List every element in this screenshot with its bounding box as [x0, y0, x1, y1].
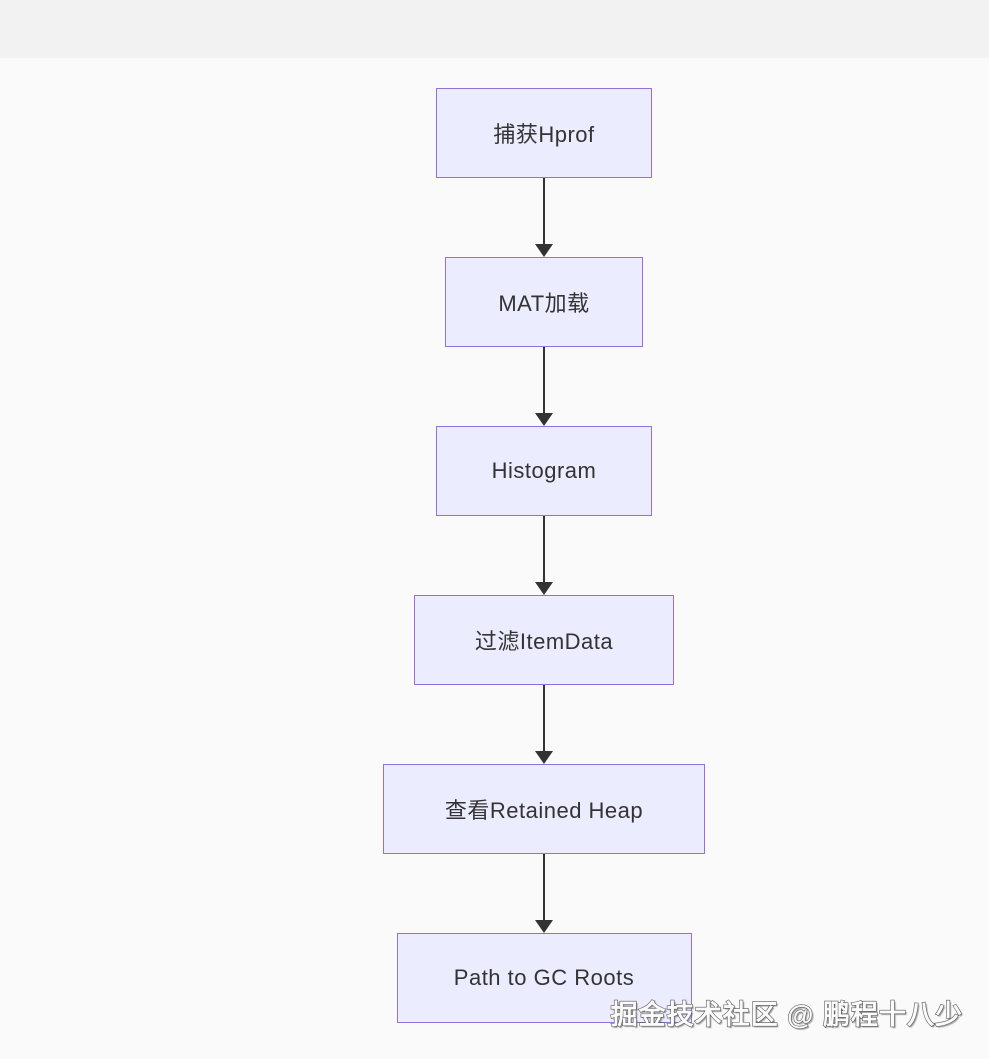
flow-node-histogram: Histogram — [436, 426, 652, 516]
flow-node-path-to-gc-roots: Path to GC Roots — [396, 933, 692, 1023]
arrowhead-down-icon — [535, 413, 553, 426]
watermark: 掘金技术社区 @ 鹏程十八少 — [610, 999, 963, 1030]
arrow-line — [542, 685, 546, 751]
arrowhead-down-icon — [535, 582, 553, 595]
arrowhead-down-icon — [535, 244, 553, 257]
arrowhead-down-icon — [535, 920, 553, 933]
arrow-connector — [535, 347, 553, 426]
arrow-connector — [535, 685, 553, 764]
flow-node-retained-heap: 查看Retained Heap — [383, 764, 705, 854]
arrow-connector — [535, 854, 553, 933]
top-gray-strip — [0, 0, 989, 58]
flow-node-capture-hprof: 捕获Hprof — [436, 88, 652, 178]
flowchart: 捕获Hprof MAT加载 Histogram 过滤ItemData 查看Ret… — [383, 88, 705, 1023]
arrowhead-down-icon — [535, 751, 553, 764]
flow-node-filter-itemdata: 过滤ItemData — [414, 595, 674, 685]
arrow-connector — [535, 516, 553, 595]
arrow-line — [542, 178, 546, 244]
arrow-connector — [535, 178, 553, 257]
flow-node-mat-load: MAT加载 — [445, 257, 643, 347]
arrow-line — [542, 516, 546, 582]
arrow-line — [542, 347, 546, 413]
arrow-line — [542, 854, 546, 920]
